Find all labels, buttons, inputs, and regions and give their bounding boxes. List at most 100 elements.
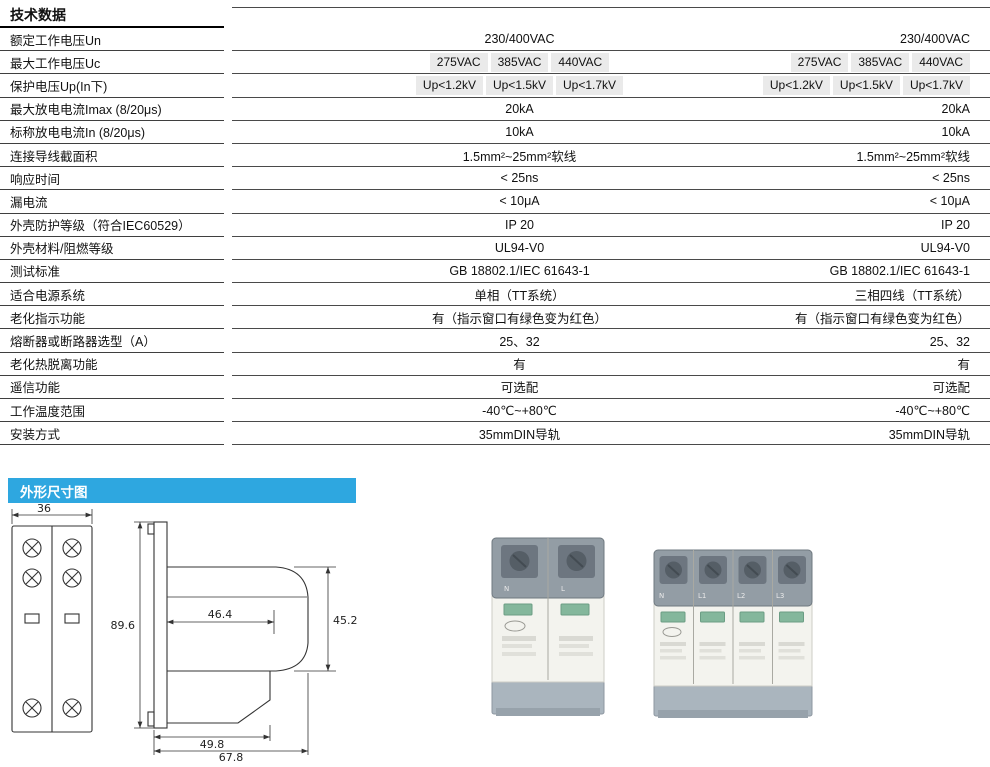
spec-value-three-phase: 可选配 — [932, 381, 970, 396]
spec-value-single-phase: UL94-V0 — [494, 240, 545, 255]
spec-row: 安装方式 35mmDIN导轨 35mmDIN导轨 — [0, 422, 990, 446]
spec-option: Up<1.7kV — [902, 75, 970, 95]
spec-label: 工作温度范围 — [0, 399, 224, 423]
spec-label: 熔断器或断路器选型（A） — [0, 329, 224, 353]
dim-width-value: 36 — [37, 502, 51, 515]
spec-value-three-phase: 35mmDIN导轨 — [888, 427, 970, 442]
status-window — [739, 611, 765, 623]
spec-value-three-phase: < 25ns — [932, 171, 970, 186]
spec-value-three-phase: 275VAC 385VAC 440VAC — [752, 52, 990, 72]
spec-value-three-phase: 230/400VAC — [900, 32, 970, 47]
terminal-label: L3 — [776, 592, 784, 600]
spec-row: 老化热脱离功能 有 有 — [0, 353, 990, 376]
terminal-label: L — [561, 585, 565, 593]
spec-option: Up<1.5kV — [485, 75, 554, 95]
spec-row: 响应时间 < 25ns < 25ns — [0, 167, 990, 191]
brand-logo-mark — [662, 627, 682, 637]
spec-label: 测试标准 — [0, 260, 224, 284]
spec-value-three-phase: UL94-V0 — [920, 240, 970, 255]
spec-label: 额定工作电压Un — [0, 28, 224, 52]
spec-value-single-phase: Up<1.2kV Up<1.5kV Up<1.7kV — [232, 75, 752, 95]
spec-value-single-phase: 275VAC 385VAC 440VAC — [232, 52, 752, 72]
spec-values: < 25ns < 25ns — [232, 167, 990, 191]
spec-label: 适合电源系统 — [0, 283, 224, 307]
spec-value-three-phase: 三相四线（TT系统） — [854, 288, 970, 303]
spec-value-single-phase: 1.5mm²~25mm²软线 — [462, 149, 577, 164]
product-photo-2pole: N L — [491, 537, 605, 716]
dim-depth-inner-value: 46.4 — [208, 608, 233, 621]
spec-option: 275VAC — [790, 52, 849, 72]
outline-section-title: 外形尺寸图 — [20, 484, 88, 500]
spec-row: 外壳材料/阻燃等级 UL94-V0 UL94-V0 — [0, 237, 990, 260]
spec-option: Up<1.2kV — [762, 75, 830, 95]
tech-table-header-row: 技术数据 — [0, 4, 990, 28]
spec-value-single-phase: IP 20 — [505, 217, 534, 232]
spec-row: 适合电源系统 单相（TT系统） 三相四线（TT系统） — [0, 283, 990, 307]
spec-label: 漏电流 — [0, 190, 224, 214]
spec-value-single-phase: 230/400VAC — [484, 32, 555, 47]
terminal-label: L1 — [698, 592, 706, 600]
spec-row: 保护电压Up(In下) Up<1.2kV Up<1.5kV Up<1.7kV U… — [0, 74, 990, 98]
status-window — [700, 611, 725, 623]
dim-depth-lower-value: 49.8 — [200, 738, 225, 751]
spec-values: 35mmDIN导轨 35mmDIN导轨 — [232, 422, 990, 446]
spec-value-three-phase: 10kA — [941, 124, 971, 139]
status-window — [503, 603, 533, 616]
spec-values: 230/400VAC 230/400VAC — [232, 28, 990, 52]
spec-value-single-phase: 35mmDIN导轨 — [478, 427, 561, 442]
spec-label: 标称放电电流In (8/20μs) — [0, 121, 224, 144]
spec-value-single-phase: < 10μA — [499, 194, 540, 209]
spec-value-single-phase: 20kA — [505, 101, 534, 116]
spec-option: Up<1.5kV — [832, 75, 900, 95]
spec-row: 老化指示功能 有（指示窗口有绿色变为红色） 有（指示窗口有绿色变为红色） — [0, 306, 990, 330]
spec-row: 测试标准 GB 18802.1/IEC 61643-1 GB 18802.1/I… — [0, 260, 990, 284]
dim-height — [134, 521, 154, 729]
spec-option: 440VAC — [551, 52, 610, 72]
spec-value-single-phase: 10kA — [505, 124, 534, 139]
status-window — [660, 611, 686, 623]
spec-values: 有 有 — [232, 353, 990, 376]
spec-label: 保护电压Up(In下) — [0, 74, 224, 98]
spec-value-three-phase: Up<1.2kV Up<1.5kV Up<1.7kV — [752, 75, 990, 95]
spec-value-three-phase: 20kA — [941, 101, 971, 116]
status-window — [560, 603, 590, 616]
spec-row: 额定工作电压Un 230/400VAC 230/400VAC — [0, 28, 990, 52]
dim-height-value: 89.6 — [111, 619, 136, 632]
spec-label: 安装方式 — [0, 422, 224, 446]
spec-value-three-phase: 有 — [957, 358, 970, 373]
spec-value-single-phase: 有（指示窗口有绿色变为红色） — [431, 311, 607, 326]
dim-body-height — [294, 566, 336, 672]
spec-row: 漏电流 < 10μA < 10μA — [0, 190, 990, 214]
spec-values: 20kA 20kA — [232, 98, 990, 121]
spec-values: IP 20 IP 20 — [232, 214, 990, 237]
spec-value-single-phase: 可选配 — [500, 381, 539, 396]
side-view-drawing — [147, 521, 309, 729]
tech-section-header: 技术数据 — [0, 4, 224, 28]
spec-label: 外壳防护等级（符合IEC60529） — [0, 214, 224, 237]
spec-values: 25、32 25、32 — [232, 329, 990, 353]
spec-option: 440VAC — [912, 52, 970, 72]
spec-value-single-phase: GB 18802.1/IEC 61643-1 — [449, 263, 590, 278]
terminal-label: L2 — [737, 592, 745, 600]
terminal-label: N — [504, 585, 509, 593]
spec-value-single-phase: 有 — [513, 358, 526, 373]
spec-value-three-phase: < 10μA — [929, 194, 970, 209]
spec-value-single-phase: 25、32 — [499, 335, 540, 350]
spec-value-three-phase: GB 18802.1/IEC 61643-1 — [829, 263, 970, 278]
spec-values: -40℃~+80℃ -40℃~+80℃ — [232, 399, 990, 423]
spec-option: 385VAC — [851, 52, 910, 72]
spec-values: 10kA 10kA — [232, 121, 990, 144]
spec-values: 单相（TT系统） 三相四线（TT系统） — [232, 283, 990, 307]
spec-label: 外壳材料/阻燃等级 — [0, 237, 224, 260]
values-top-border-line — [232, 7, 990, 8]
dim-width — [11, 509, 93, 524]
spec-label: 老化指示功能 — [0, 306, 224, 330]
spec-label: 响应时间 — [0, 167, 224, 191]
spec-row: 遥信功能 可选配 可选配 — [0, 376, 990, 399]
dim-depth-total — [154, 673, 309, 755]
spec-values: 275VAC 385VAC 440VAC 275VAC 385VAC 440VA… — [232, 51, 990, 75]
brand-logo-mark — [504, 620, 526, 632]
spec-row: 标称放电电流In (8/20μs) 10kA 10kA — [0, 121, 990, 144]
spec-label: 老化热脱离功能 — [0, 353, 224, 376]
spec-option: Up<1.7kV — [556, 75, 624, 95]
